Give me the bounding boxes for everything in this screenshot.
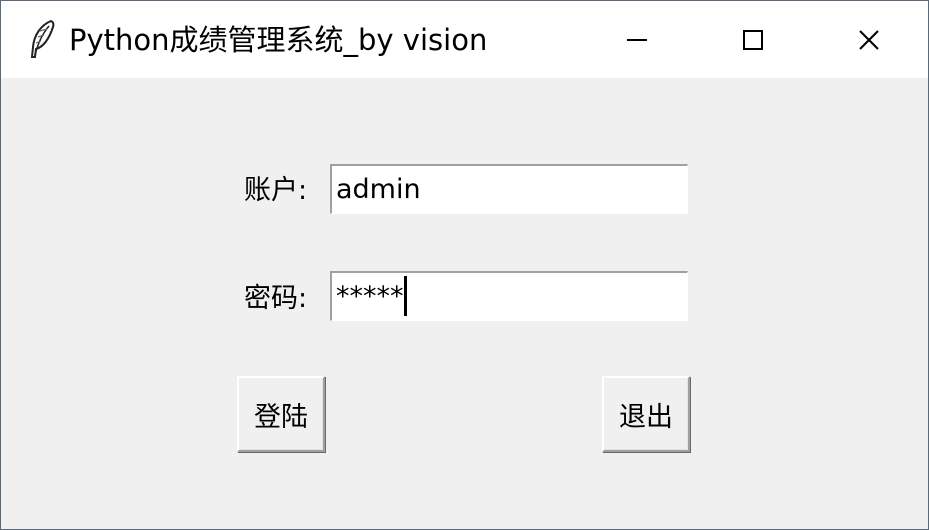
minimize-icon <box>626 29 648 51</box>
account-input-value: admin <box>336 174 421 205</box>
maximize-icon <box>742 29 764 51</box>
account-input[interactable]: admin <box>330 164 688 214</box>
window-title: Python成绩管理系统_by vision <box>69 23 488 57</box>
quit-button[interactable]: 退出 <box>602 376 690 452</box>
password-input[interactable]: ***** <box>330 271 688 321</box>
login-button[interactable]: 登陆 <box>237 376 325 452</box>
title-bar[interactable]: Python成绩管理系统_by vision <box>1 1 928 78</box>
account-label: 账户: <box>244 175 308 206</box>
password-label: 密码: <box>244 283 308 314</box>
maximize-button[interactable] <box>695 1 811 78</box>
password-input-value: ***** <box>336 281 404 312</box>
text-caret <box>403 275 407 316</box>
close-icon <box>858 29 880 51</box>
feather-icon <box>27 19 57 61</box>
minimize-button[interactable] <box>579 1 695 78</box>
close-button[interactable] <box>811 1 927 78</box>
